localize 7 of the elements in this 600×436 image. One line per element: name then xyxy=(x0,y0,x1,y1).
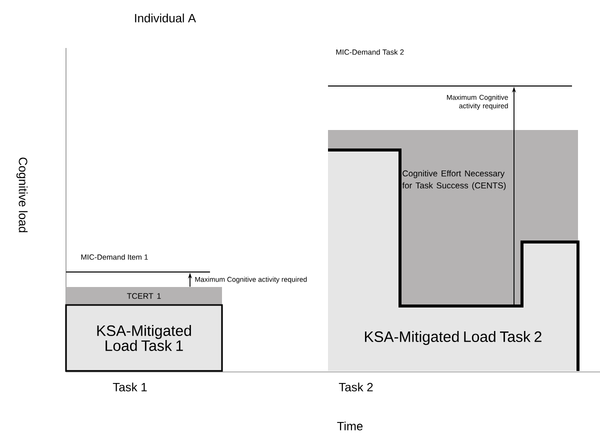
task-label: Task 1 xyxy=(112,382,147,392)
axis-label: Time xyxy=(337,422,363,430)
tcert-band: TCERT 1 xyxy=(66,287,222,305)
load-box: KSA-Mitigated Load Task 1 xyxy=(65,304,223,372)
task-label: Task 2 xyxy=(338,382,373,392)
axis-label: Cognitive load xyxy=(16,158,28,232)
chart-title: Individual A xyxy=(135,14,196,22)
